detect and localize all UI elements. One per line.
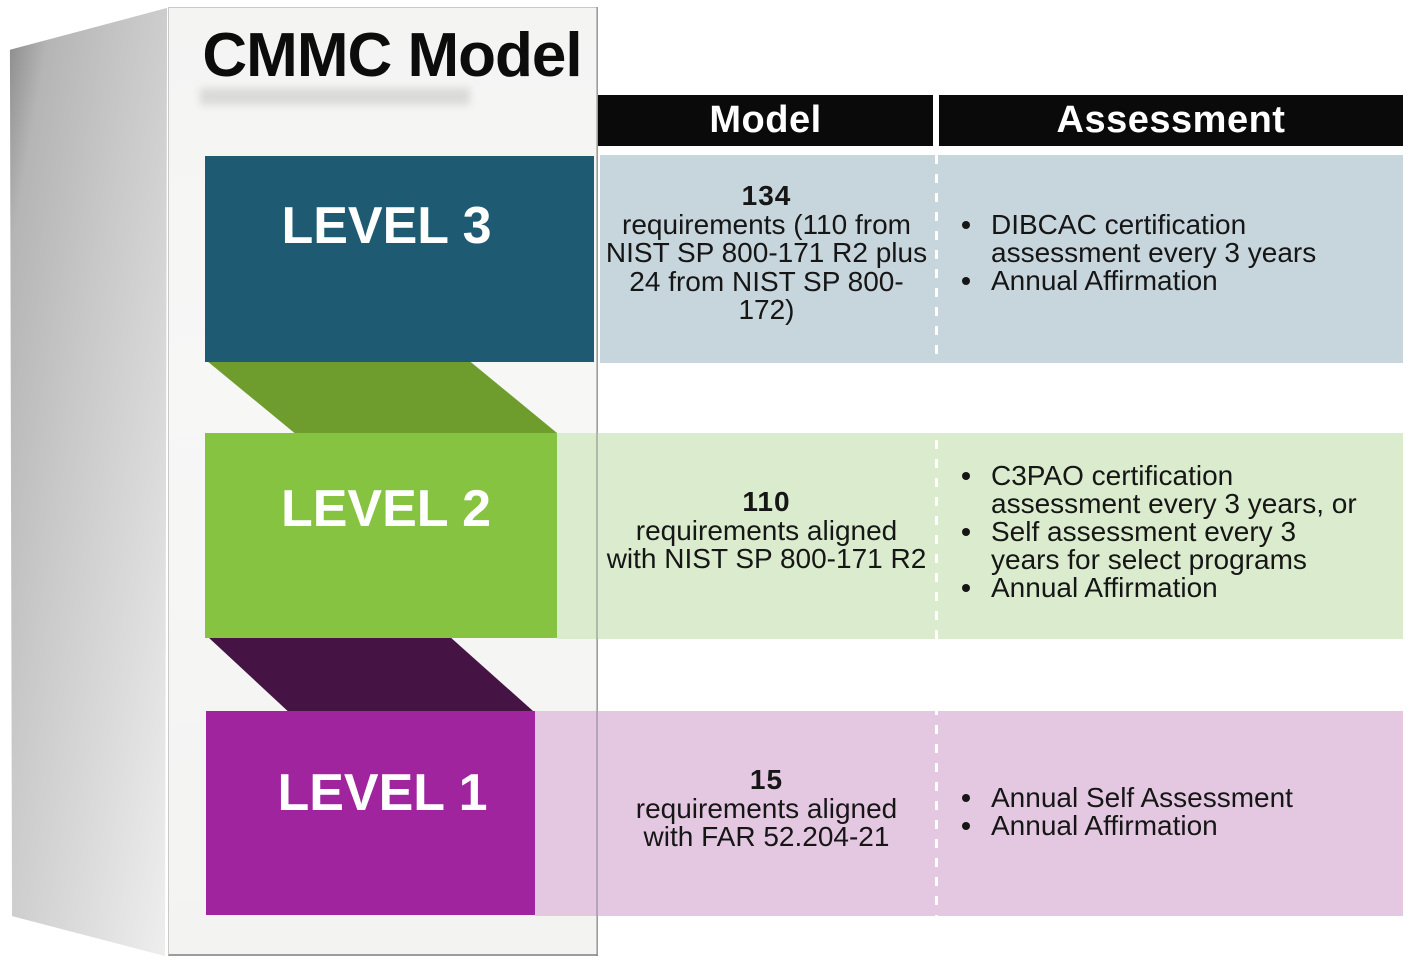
bullet-icon bbox=[962, 221, 970, 229]
list-item-text: C3PAO certification assessment every 3 y… bbox=[991, 462, 1357, 518]
bullet-icon bbox=[962, 528, 970, 536]
column-divider-dashed-line bbox=[935, 155, 938, 916]
bullet-icon bbox=[962, 822, 970, 830]
level-1-row-background bbox=[535, 711, 1403, 916]
list-item: Annual Affirmation bbox=[962, 812, 1403, 840]
column-header-assessment-label: Assessment bbox=[1056, 99, 1286, 141]
list-item-line: assessment every 3 years, or bbox=[991, 488, 1357, 519]
list-item-text: Annual Self Assessment bbox=[991, 784, 1293, 812]
level-3-row-background bbox=[600, 155, 1403, 363]
level-1-model-line: with FAR 52.204-21 bbox=[643, 821, 890, 852]
level-1-model-text: 15 requirements aligned with FAR 52.204-… bbox=[600, 764, 933, 852]
panel-edge-line bbox=[596, 7, 598, 956]
level-3-model-line: requirements (110 from bbox=[622, 208, 911, 240]
bullet-icon bbox=[962, 794, 970, 802]
list-item: Annual Affirmation bbox=[962, 574, 1403, 602]
list-item-text: Self assessment every 3 years for select… bbox=[991, 518, 1307, 574]
bullet-icon bbox=[962, 277, 970, 285]
list-item: Annual Self Assessment bbox=[962, 784, 1403, 812]
list-item: Annual Affirmation bbox=[962, 267, 1403, 295]
list-item: Self assessment every 3 years for select… bbox=[962, 518, 1403, 574]
bullet-icon bbox=[962, 472, 970, 480]
level-2-row-background bbox=[557, 433, 1403, 639]
page-title: CMMC Model bbox=[202, 21, 582, 90]
level-3-model-line: NIST SP 800-171 R2 plus bbox=[605, 237, 928, 268]
list-item-line: Annual Self Assessment bbox=[991, 782, 1293, 813]
level-3-model-text: 134 requirements (110 from NIST SP 800-1… bbox=[600, 180, 933, 325]
list-item-line: DIBCAC certification bbox=[991, 209, 1247, 240]
list-item-line: Self assessment every 3 bbox=[991, 516, 1297, 547]
column-header-assessment: Assessment bbox=[939, 95, 1403, 146]
list-item: C3PAO certification assessment every 3 y… bbox=[962, 462, 1403, 518]
list-item-line: Annual Affirmation bbox=[991, 265, 1218, 296]
level-1-assessment-list: Annual Self Assessment Annual Affirmatio… bbox=[962, 784, 1403, 840]
level-2-banner-label: LEVEL 2 bbox=[280, 480, 491, 538]
level-1-model-value: 15 bbox=[749, 764, 784, 795]
list-item-text: Annual Affirmation bbox=[991, 574, 1218, 602]
level-2-model-line: requirements aligned bbox=[635, 514, 898, 546]
level-2-banner: LEVEL 2 bbox=[205, 433, 557, 638]
box-side-face bbox=[9, 7, 168, 957]
level-3-model-value: 134 bbox=[741, 180, 792, 211]
level-3-banner-label: LEVEL 3 bbox=[281, 197, 492, 255]
level-2-model-value: 110 bbox=[742, 486, 791, 517]
level-2-model-text: 110 requirements aligned with NIST SP 80… bbox=[600, 486, 933, 574]
level-1-banner-label: LEVEL 1 bbox=[277, 764, 488, 822]
list-item-text: Annual Affirmation bbox=[991, 812, 1218, 840]
list-item-line: years for select programs bbox=[991, 544, 1307, 575]
level-3-banner: LEVEL 3 bbox=[205, 156, 594, 362]
bullet-icon bbox=[962, 584, 970, 592]
list-item-line: Annual Affirmation bbox=[991, 810, 1218, 841]
list-item: DIBCAC certification assessment every 3 … bbox=[962, 211, 1403, 267]
list-item-line: C3PAO certification bbox=[991, 460, 1234, 491]
level-2-assessment-list: C3PAO certification assessment every 3 y… bbox=[962, 462, 1403, 602]
level-2-model-line: with NIST SP 800-171 R2 bbox=[606, 543, 927, 574]
level-1-banner: LEVEL 1 bbox=[206, 711, 535, 915]
level-3-model-line: 172) bbox=[738, 294, 795, 325]
list-item-text: DIBCAC certification assessment every 3 … bbox=[991, 211, 1316, 267]
level-3-assessment-list: DIBCAC certification assessment every 3 … bbox=[962, 211, 1403, 295]
list-item-line: Annual Affirmation bbox=[991, 572, 1218, 603]
list-item-line: assessment every 3 years bbox=[991, 237, 1317, 268]
column-header-model: Model bbox=[598, 95, 933, 146]
column-header-model-label: Model bbox=[709, 99, 822, 141]
level-3-model-line: 24 from NIST SP 800- bbox=[629, 265, 904, 297]
level-1-model-line: requirements aligned bbox=[635, 792, 898, 824]
list-item-text: Annual Affirmation bbox=[991, 267, 1218, 295]
